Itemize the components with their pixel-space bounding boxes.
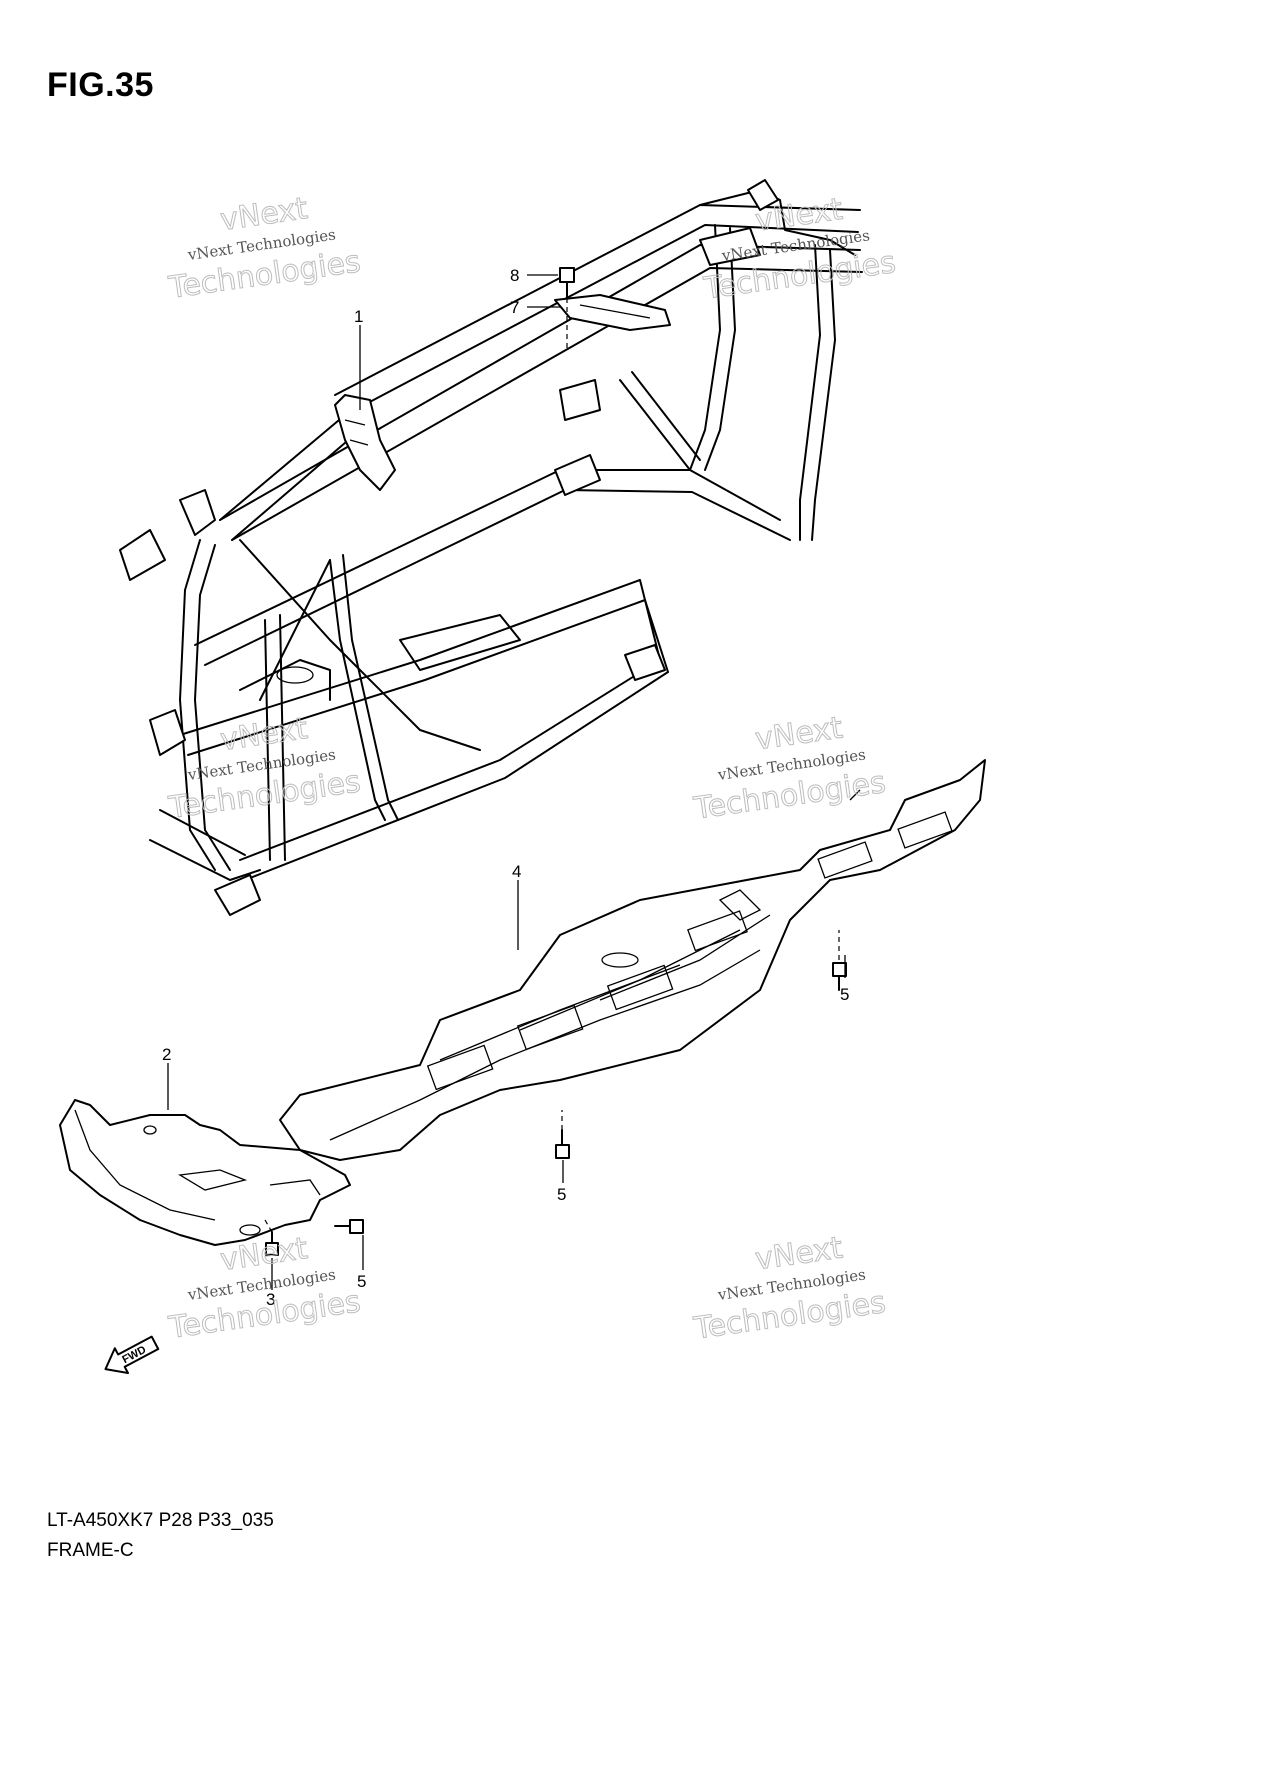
watermark-bottom-left: vNext vNext Technologies Technologies bbox=[166, 1231, 364, 1347]
part-4-skid-plate[interactable] bbox=[279, 759, 986, 1161]
part-5-bolt-right[interactable] bbox=[832, 962, 847, 991]
figure-title: FIG.35 bbox=[47, 66, 154, 104]
watermark-mid-right: vNext vNext Technologies Technologies bbox=[691, 710, 889, 827]
part-7-bracket[interactable] bbox=[554, 294, 671, 331]
callout-1: 1 bbox=[354, 307, 363, 326]
callout-7: 7 bbox=[510, 298, 519, 317]
frame-assembly[interactable] bbox=[119, 179, 863, 916]
model-code: LT-A450XK7 P28 P33_035 bbox=[47, 1510, 274, 1531]
callout-5-center: 5 bbox=[557, 1185, 566, 1204]
watermark-bottom-right: vNext vNext Technologies Technologies bbox=[691, 1230, 889, 1347]
callout-5-left: 5 bbox=[357, 1272, 366, 1291]
section-name: FRAME-C bbox=[47, 1540, 134, 1561]
part-2-front-guard[interactable] bbox=[59, 1099, 351, 1246]
part-5-bolt-center[interactable] bbox=[555, 1129, 570, 1159]
callout-5-right: 5 bbox=[840, 985, 849, 1004]
part-3-bolt[interactable] bbox=[265, 1231, 279, 1256]
watermark-mid-left: vNext vNext Technologies Technologies bbox=[166, 711, 364, 827]
part-5-bolt-left[interactable] bbox=[334, 1219, 364, 1234]
part-8-bolt[interactable] bbox=[559, 267, 575, 299]
fwd-arrow-icon: FWD bbox=[104, 1335, 160, 1374]
watermark-top-right: vNext vNext Technologies Technologies bbox=[701, 191, 899, 307]
callout-8: 8 bbox=[510, 266, 519, 285]
watermark-top-left: vNext vNext Technologies Technologies bbox=[166, 191, 364, 307]
callout-3: 3 bbox=[266, 1290, 275, 1309]
callout-2: 2 bbox=[162, 1045, 171, 1064]
callout-4: 4 bbox=[512, 862, 521, 881]
leader-lines bbox=[167, 274, 846, 1290]
